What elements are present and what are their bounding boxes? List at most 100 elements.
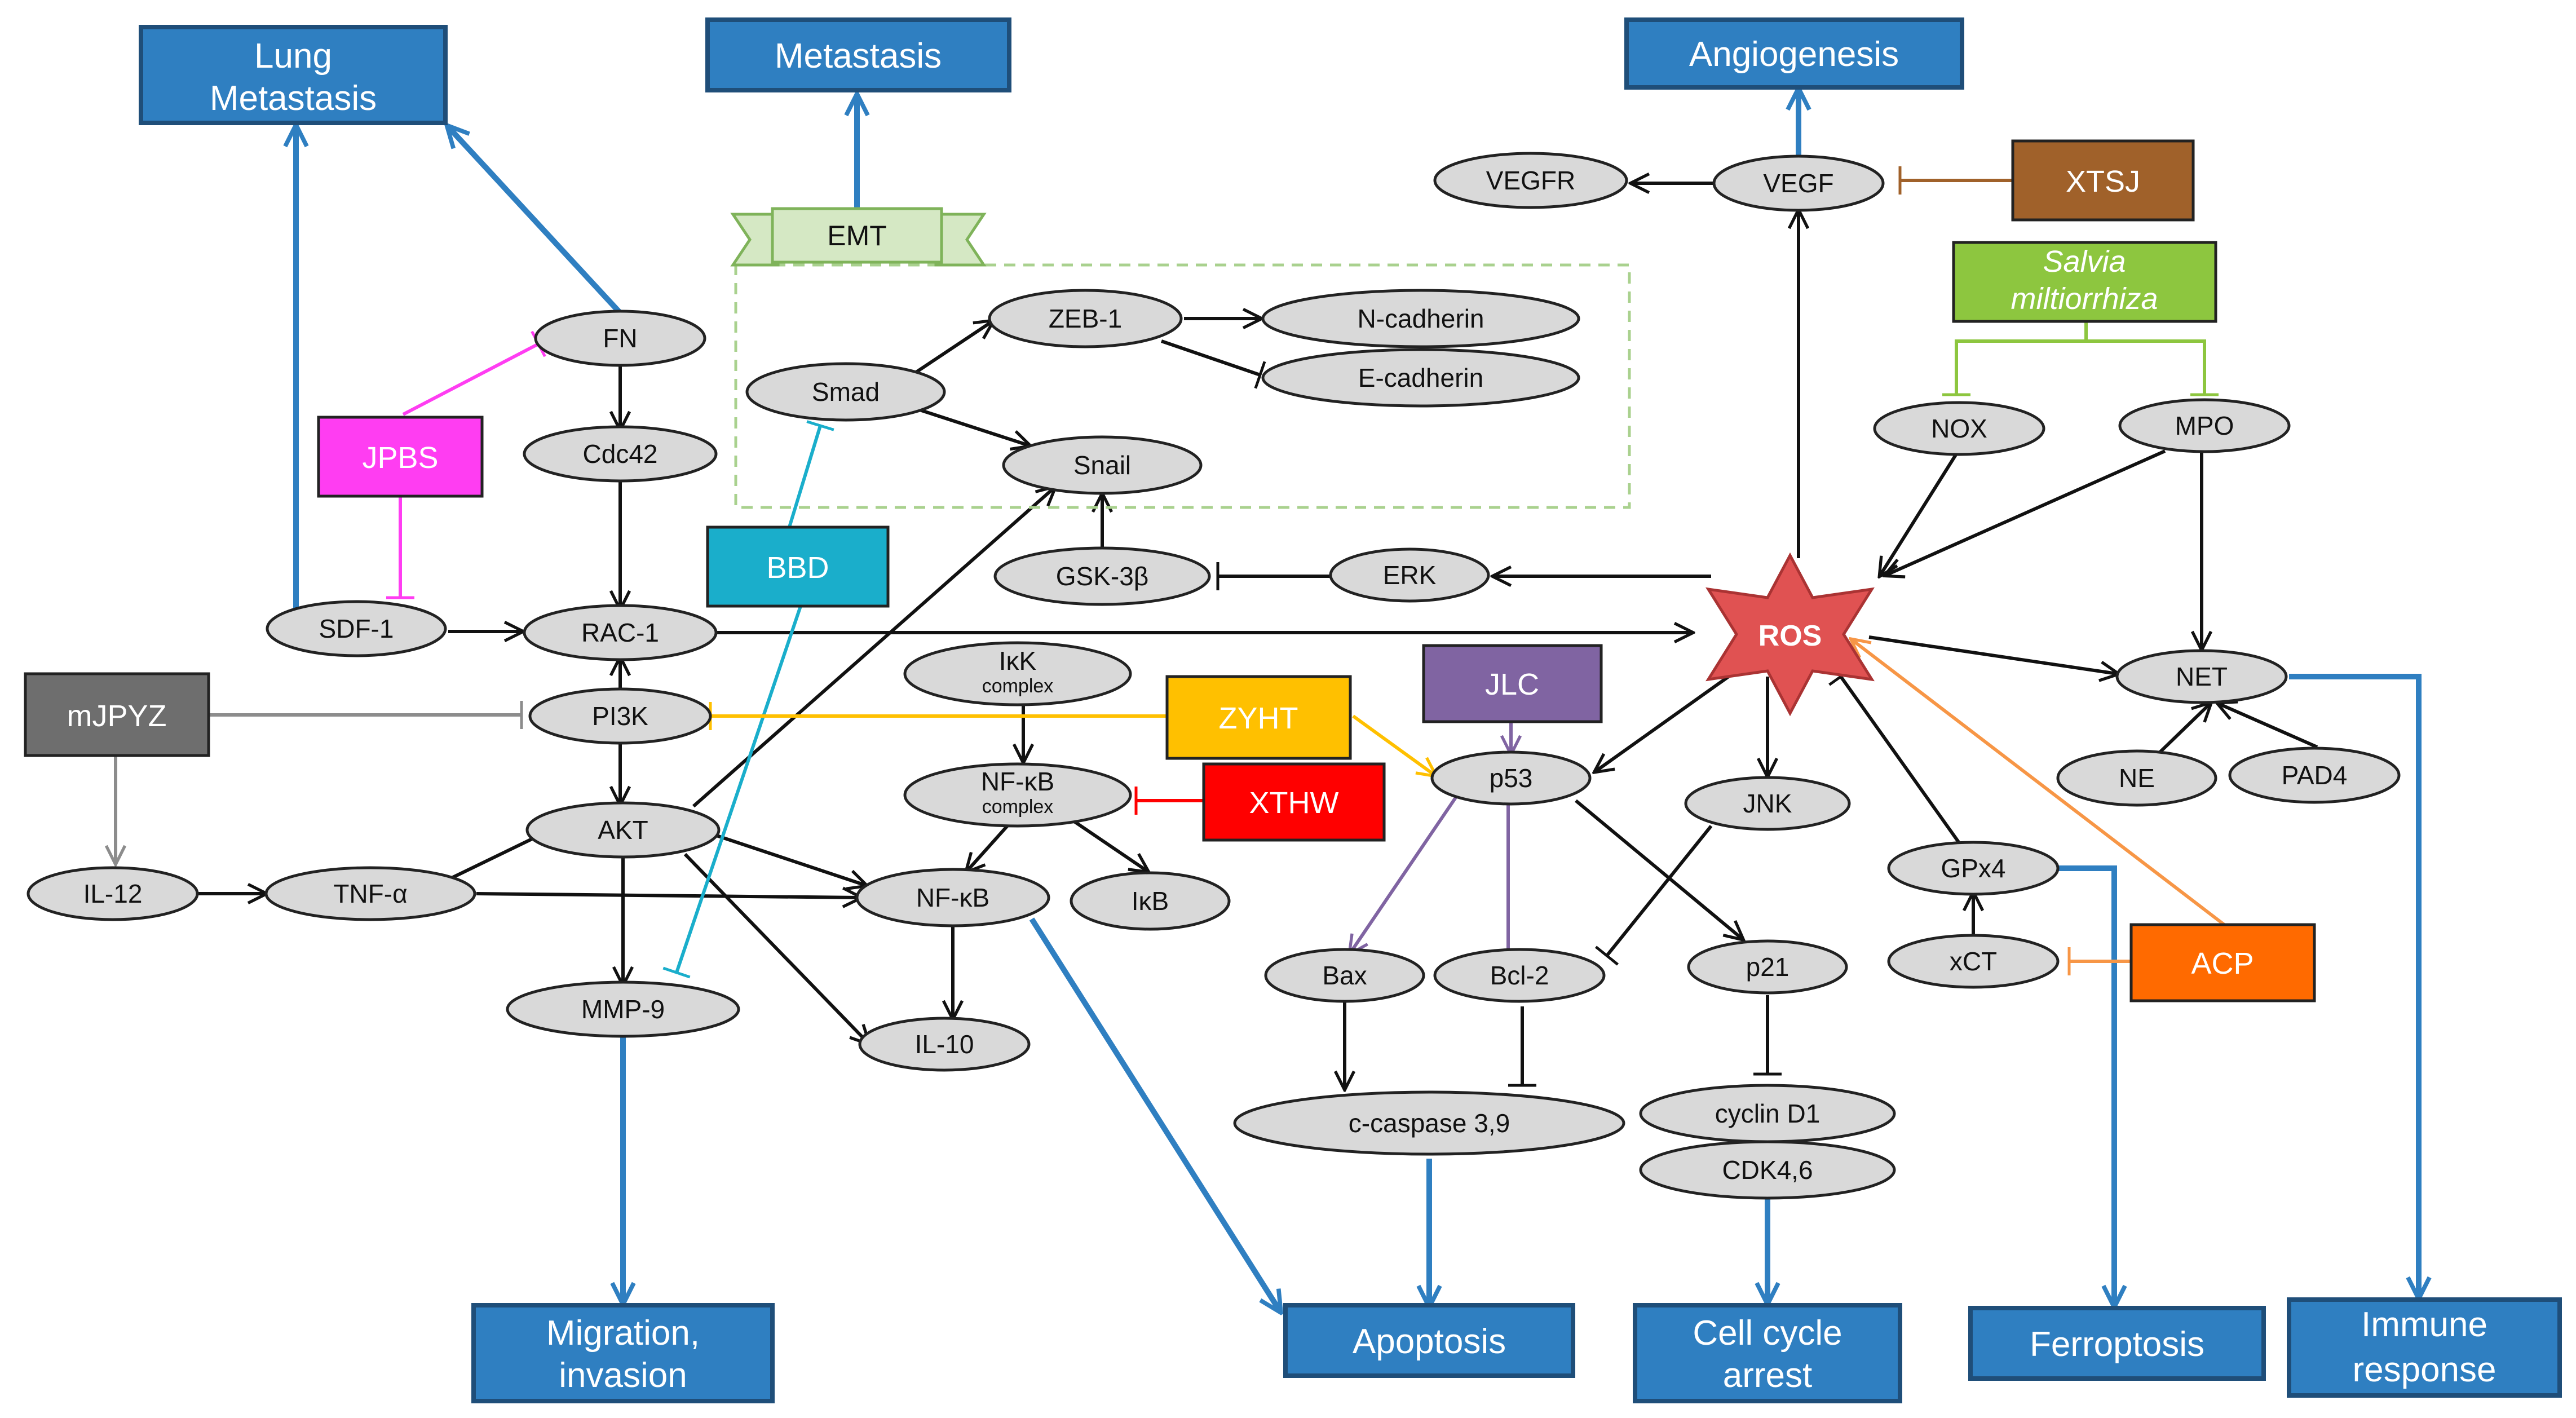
- svg-text:N-cadherin: N-cadherin: [1358, 304, 1484, 333]
- svg-text:Salvia: Salvia: [2043, 245, 2126, 279]
- svg-text:Smad: Smad: [812, 377, 880, 407]
- herb-jlc: JLC: [1422, 644, 1603, 723]
- herb-jpbs: JPBS: [317, 416, 484, 498]
- svg-text:Apoptosis: Apoptosis: [1353, 1322, 1506, 1361]
- edges: [116, 90, 2419, 1311]
- node-snail: Snail: [1002, 435, 1203, 495]
- svg-text:TNF-α: TNF-α: [333, 879, 407, 908]
- svg-text:Metastasis: Metastasis: [775, 37, 942, 76]
- svg-text:SDF-1: SDF-1: [319, 614, 394, 643]
- node-gpx4: GPx4: [1887, 841, 2060, 896]
- edge-tnfa-akt: [447, 833, 542, 881]
- svg-text:EMT: EMT: [827, 220, 887, 251]
- edge-ros-net: [1868, 635, 2117, 674]
- node-net: NET: [2115, 649, 2288, 704]
- edge-zyht-p53: [1352, 714, 1435, 775]
- svg-text:Cdc42: Cdc42: [583, 439, 658, 469]
- node-ne: NE: [2056, 749, 2217, 807]
- herb-salvia: Salvia miltiorrhiza: [1952, 241, 2217, 323]
- edge-net-immune: [2289, 674, 2419, 1297]
- herb-mjpyz: mJPYZ: [24, 672, 210, 757]
- svg-text:ZEB-1: ZEB-1: [1049, 304, 1122, 333]
- node-nox: NOX: [1873, 401, 2045, 456]
- svg-text:BBD: BBD: [766, 551, 829, 585]
- edge-gpx4-ros: [1828, 667, 1961, 844]
- outcome-apoptosis: Apoptosis: [1283, 1303, 1575, 1378]
- svg-text:GSK-3β: GSK-3β: [1056, 562, 1149, 591]
- node-sdf1: SDF-1: [266, 600, 447, 657]
- svg-text:GPx4: GPx4: [1941, 854, 2005, 883]
- edge-p53-p21: [1575, 799, 1742, 939]
- herb-acp: ACP: [2129, 923, 2316, 1002]
- node-nfkb: NF-κB: [855, 868, 1050, 927]
- svg-text:ERK: ERK: [1383, 560, 1437, 590]
- svg-text:JPBS: JPBS: [362, 441, 438, 475]
- node-vegf: VEGF: [1712, 154, 1885, 212]
- node-cyclind1: cyclin D1: [1639, 1084, 1896, 1143]
- svg-text:NE: NE: [2119, 763, 2155, 793]
- node-zeb1: ZEB-1: [988, 289, 1183, 348]
- svg-text:MMP-9: MMP-9: [581, 995, 665, 1024]
- svg-text:Cell cycle: Cell cycle: [1693, 1314, 1842, 1353]
- node-ncad: N-cadherin: [1261, 289, 1580, 348]
- svg-text:Immune: Immune: [2361, 1305, 2487, 1344]
- node-caspase: c-caspase 3,9: [1233, 1090, 1625, 1156]
- edge-smad-snail: [916, 407, 1029, 445]
- node-vegfr: VEGFR: [1433, 152, 1628, 209]
- edge-nfkb-apoptosis: [1029, 917, 1280, 1311]
- node-cdk46: CDK4,6: [1639, 1140, 1896, 1200]
- svg-text:p21: p21: [1746, 952, 1789, 982]
- edge-akt-il10: [683, 852, 868, 1043]
- svg-text:invasion: invasion: [559, 1356, 687, 1395]
- svg-text:mJPYZ: mJPYZ: [67, 699, 166, 733]
- node-rac1: RAC-1: [523, 604, 718, 661]
- edge-akt-nfkb: [713, 833, 865, 885]
- svg-text:complex: complex: [982, 675, 1054, 697]
- node-mpo: MPO: [2118, 398, 2291, 453]
- edge-ros-p53: [1596, 669, 1738, 771]
- edge-jpbs-fn: [402, 330, 546, 416]
- svg-text:CDK4,6: CDK4,6: [1722, 1155, 1813, 1185]
- svg-text:RAC-1: RAC-1: [581, 618, 659, 647]
- node-cdc42: Cdc42: [523, 425, 718, 483]
- node-il10: IL-10: [858, 1017, 1031, 1072]
- node-tnfa: TNF-α: [264, 866, 476, 921]
- node-pad4: PAD4: [2228, 746, 2401, 804]
- edge-bbd-smad: [788, 420, 834, 528]
- outcome-lung-metastasis: Lung Metastasis: [139, 25, 448, 125]
- svg-text:XTSJ: XTSJ: [2066, 165, 2140, 198]
- edge-salvia-mpo: [2086, 339, 2219, 396]
- node-pi3k: PI3K: [528, 687, 712, 745]
- node-xct: xCT: [1887, 934, 2060, 989]
- svg-text:NF-κB: NF-κB: [916, 883, 989, 912]
- node-mmp9: MMP-9: [506, 980, 740, 1038]
- svg-text:Migration,: Migration,: [546, 1314, 700, 1353]
- svg-text:Angiogenesis: Angiogenesis: [1689, 35, 1899, 74]
- emt-region: [734, 263, 1631, 509]
- node-erk: ERK: [1329, 547, 1490, 603]
- svg-text:Ferroptosis: Ferroptosis: [2030, 1325, 2204, 1364]
- svg-text:cyclin D1: cyclin D1: [1715, 1099, 1821, 1128]
- outcome-boxes: Lung Metastasis Metastasis Angiogenesis …: [139, 17, 2562, 1403]
- svg-text:Bax: Bax: [1322, 961, 1367, 990]
- svg-text:IκK: IκK: [999, 646, 1037, 675]
- edge-fn-lungmet: [448, 127, 622, 315]
- herb-xtsj: XTSJ: [2011, 139, 2195, 222]
- edge-nfkbc-ikb: [1067, 816, 1147, 871]
- svg-text:Metastasis: Metastasis: [210, 79, 377, 118]
- herb-bbd: BBD: [706, 525, 890, 608]
- edge-jnk-bcl2: [1594, 825, 1713, 966]
- svg-text:ACP: ACP: [2191, 947, 2254, 980]
- node-p53: p53: [1430, 750, 1592, 806]
- svg-text:PI3K: PI3K: [592, 701, 648, 731]
- nodes: FN Cdc42 RAC-1 SDF-1 PI3K AKT IL-12 TNF-…: [26, 152, 2401, 1200]
- node-p21: p21: [1687, 939, 1848, 995]
- svg-text:IL-10: IL-10: [915, 1030, 974, 1059]
- svg-text:p53: p53: [1490, 763, 1533, 793]
- svg-text:PAD4: PAD4: [2282, 761, 2348, 790]
- svg-text:MPO: MPO: [2175, 411, 2234, 440]
- edge-pad4-net: [2219, 704, 2318, 749]
- edge-tnfa-nfkb: [476, 894, 860, 898]
